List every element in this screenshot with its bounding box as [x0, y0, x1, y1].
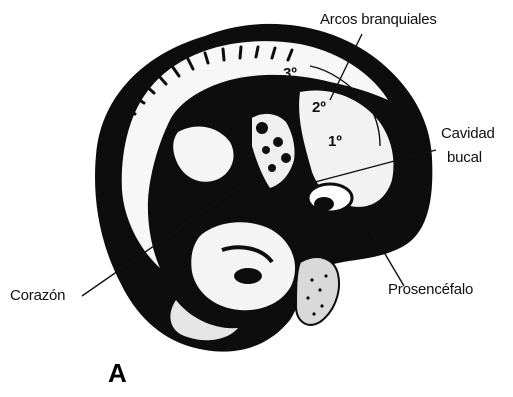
yolk-stalk [296, 257, 339, 325]
label-cavidad-line2: bucal [447, 150, 482, 166]
label-prosencefalo: Prosencéfalo [388, 282, 473, 298]
label-corazon: Corazón [10, 288, 65, 304]
label-arcos-branquiales: Arcos branquiales [320, 12, 437, 28]
label-arch-1: 1º [328, 134, 342, 149]
panel-letter: A [108, 360, 127, 386]
label-arch-2: 2º [312, 100, 326, 115]
label-arch-3: 3º [283, 66, 297, 81]
label-cavidad-line1: Cavidad [441, 126, 495, 142]
